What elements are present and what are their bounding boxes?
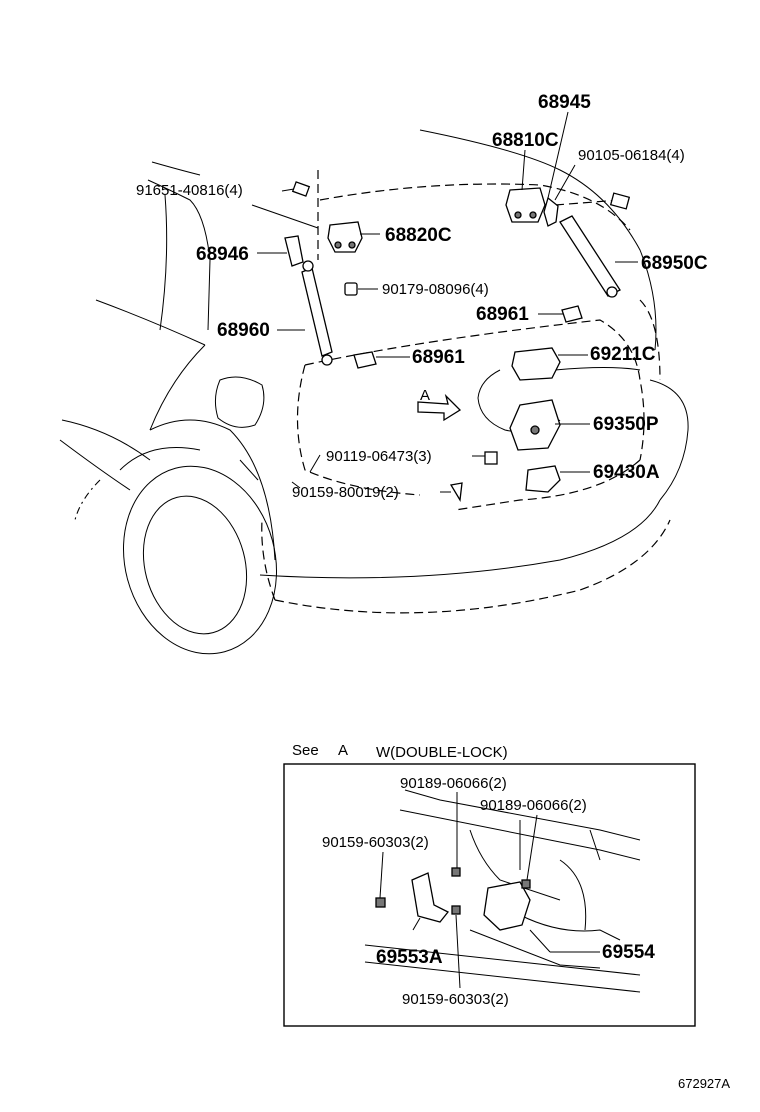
inset-label-90189-b: 90189-06066(2) (480, 797, 587, 814)
bolt-91651 (291, 181, 311, 197)
label-68820c: 68820C (385, 225, 452, 246)
label-69211c: 69211C (590, 344, 656, 365)
ball-stud-68961-left (353, 351, 377, 369)
inset-label-69554: 69554 (602, 942, 655, 963)
inset-detail-a: See A W(DOUBLE-LOCK) (283, 742, 696, 1027)
clip-68945 (543, 196, 559, 227)
figure-reference: 672927A (678, 1076, 730, 1091)
inset-frame (283, 763, 696, 1027)
label-68950c: 68950C (641, 253, 708, 274)
label-90179: 90179-08096(4) (382, 281, 489, 298)
lock-69350p (509, 399, 561, 451)
label-68810c: 68810C (492, 130, 559, 151)
ball-stud-68961-right (561, 305, 583, 323)
inset-structure (364, 789, 641, 993)
label-90159-80019: 90159-80019(2) (292, 484, 399, 501)
label-68945: 68945 (538, 92, 591, 113)
label-90119: 90119-06473(3) (326, 448, 432, 465)
label-view-a: A (420, 387, 430, 404)
label-91651: 91651-40816(4) (136, 182, 243, 199)
label-69430a: 69430A (593, 462, 660, 483)
leader-lines (251, 111, 638, 493)
handle-69211c (511, 347, 561, 381)
view-arrow-a (417, 393, 462, 422)
label-68961-right: 68961 (476, 304, 529, 325)
inset-label-90159-b: 90159-60303(2) (402, 991, 509, 1008)
inset-see-ref: A (338, 742, 348, 759)
label-68961-left: 68961 (412, 347, 465, 368)
label-68946: 68946 (196, 244, 249, 265)
inset-see-label: See (292, 742, 319, 759)
inset-variant: W(DOUBLE-LOCK) (376, 744, 508, 761)
inset-label-90159-a: 90159-60303(2) (322, 834, 429, 851)
hinge-68820c (327, 221, 363, 253)
bracket-68946 (284, 235, 304, 267)
inset-leader-lines (379, 792, 600, 989)
bolt-90105 (609, 192, 631, 210)
stay-68960 (301, 260, 333, 366)
label-68960: 68960 (217, 320, 270, 341)
label-90105: 90105-06184(4) (578, 147, 685, 164)
striker-69430a (525, 465, 561, 493)
screw-90119 (484, 451, 498, 465)
vehicle-body-outline (59, 129, 689, 655)
inset-label-69553a: 69553A (376, 947, 443, 968)
bracket-69554 (483, 881, 531, 931)
inset-label-90189-a: 90189-06066(2) (400, 775, 507, 792)
nut-90179 (344, 282, 358, 296)
bracket-69553a (411, 872, 450, 923)
label-69350p: 69350P (593, 414, 659, 435)
screw-90159-80019 (449, 482, 463, 502)
stay-68950c (559, 215, 621, 298)
hinge-68810c (505, 187, 546, 223)
